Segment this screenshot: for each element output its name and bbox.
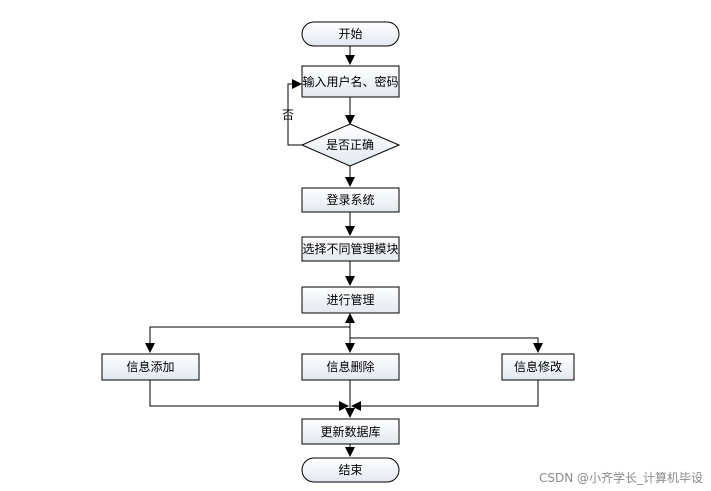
- edge-edit-update: [351, 380, 539, 411]
- login-label: 登录系统: [326, 192, 374, 207]
- check-decision: [300, 123, 401, 167]
- edge-add-update: [149, 380, 349, 411]
- node-input: 输入用户名、密码: [301, 65, 400, 98]
- edge-to-edit: [350, 337, 543, 353]
- node-manage: 进行管理: [301, 286, 400, 314]
- start-terminator: [301, 21, 400, 47]
- node-start: 开始: [301, 21, 400, 47]
- add-process: [101, 353, 200, 381]
- edge-check-no-loop: [287, 79, 302, 146]
- start-label: 开始: [338, 27, 362, 41]
- watermark: CSDN @小齐学长_计算机毕设: [539, 470, 703, 485]
- add-label: 信息添加: [126, 359, 174, 374]
- login-process: [301, 187, 400, 213]
- node-del: 信息删除: [301, 353, 400, 381]
- end-terminator: [301, 457, 400, 483]
- node-login: 登录系统: [301, 187, 400, 213]
- update-process: [301, 418, 400, 445]
- choose-process: [301, 236, 400, 262]
- edge-label-no: 否: [282, 108, 294, 122]
- node-end: 结束: [301, 457, 400, 483]
- del-process: [301, 353, 400, 381]
- choose-label: 选择不同管理模块: [302, 241, 398, 256]
- node-edit: 信息修改: [501, 353, 575, 381]
- input-label: 输入用户名、密码: [302, 74, 398, 89]
- edit-process: [501, 353, 575, 381]
- edge-to-add: [145, 326, 350, 353]
- edit-label: 信息修改: [514, 359, 562, 374]
- del-label: 信息删除: [326, 359, 374, 374]
- update-label: 更新数据库: [320, 424, 380, 439]
- manage-label: 进行管理: [326, 292, 374, 307]
- connectors: [145, 46, 543, 457]
- input-process: [301, 65, 400, 98]
- manage-process: [301, 286, 400, 314]
- check-label: 是否正确: [326, 138, 374, 152]
- node-choose: 选择不同管理模块: [301, 236, 400, 262]
- node-update: 更新数据库: [301, 418, 400, 445]
- node-check: 是否正确: [300, 123, 401, 167]
- end-label: 结束: [338, 463, 362, 477]
- node-add: 信息添加: [101, 353, 200, 381]
